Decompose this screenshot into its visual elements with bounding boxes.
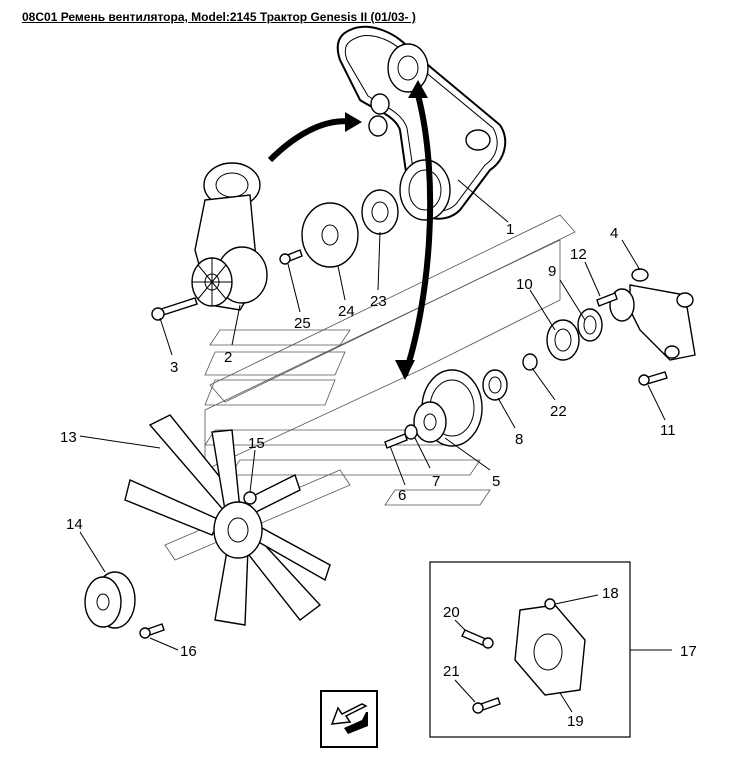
- callout-2: 2: [224, 349, 232, 366]
- callout-15: 15: [248, 435, 265, 452]
- cooling-fan: [124, 414, 331, 626]
- callout-13: 13: [60, 429, 77, 446]
- callout-25: 25: [294, 315, 311, 332]
- callout-17: 17: [680, 643, 697, 660]
- callout-7: 7: [432, 473, 440, 490]
- fan-bracket: [546, 268, 696, 386]
- callout-labels: 1 2 3 4 5 6 7 8 9 10 11 12 13 14 15 16 1…: [60, 221, 697, 730]
- callout-24: 24: [338, 303, 355, 320]
- callout-23: 23: [370, 293, 387, 310]
- callout-22: 22: [550, 403, 567, 420]
- bolt-3: [151, 297, 198, 321]
- callout-16: 16: [180, 643, 197, 660]
- callout-1: 1: [506, 221, 514, 238]
- back-arrow-button[interactable]: [320, 690, 378, 748]
- callout-18: 18: [602, 585, 619, 602]
- callout-12: 12: [570, 246, 587, 263]
- callout-5: 5: [492, 473, 500, 490]
- drive-plate: [279, 189, 399, 268]
- callout-4: 4: [610, 225, 618, 242]
- callout-11: 11: [660, 422, 676, 439]
- inset-detail-box: [429, 561, 631, 738]
- callout-19: 19: [567, 713, 584, 730]
- callout-10: 10: [516, 276, 533, 293]
- back-arrow-icon: [330, 703, 368, 734]
- callout-6: 6: [398, 487, 406, 504]
- callout-21: 21: [443, 663, 460, 680]
- callout-14: 14: [66, 516, 83, 533]
- callout-3: 3: [170, 359, 178, 376]
- curved-arrows: [267, 80, 434, 380]
- leader-lines: [79, 179, 672, 713]
- callout-8: 8: [515, 431, 523, 448]
- upper-pulleys: [368, 43, 491, 221]
- fan-coupling-pulley: [84, 571, 165, 639]
- page-title: 08C01 Ремень вентилятора, Model:2145 Тра…: [22, 10, 416, 24]
- callout-20: 20: [443, 604, 460, 621]
- callout-9: 9: [548, 263, 556, 280]
- belt-tensioner: [191, 162, 268, 311]
- fan-pulley: [384, 353, 538, 449]
